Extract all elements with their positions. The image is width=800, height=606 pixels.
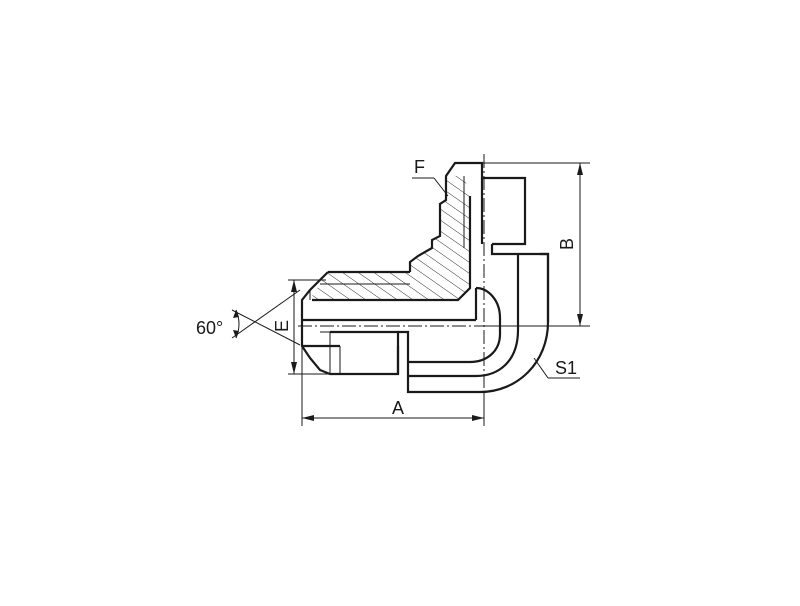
dim-b-arrow-top: [577, 163, 583, 175]
dim-e-arrow-top: [291, 280, 297, 292]
angle-leader-lower: [231, 289, 301, 339]
s1-label: S1: [555, 358, 577, 378]
elbow-hex-right: [490, 244, 550, 322]
elbow-inner: [408, 286, 502, 364]
body-section-hatch: [312, 176, 470, 300]
f-label: F: [414, 157, 425, 177]
left-flare-cone: [320, 331, 331, 374]
s1-leader: [533, 357, 549, 379]
f-leader-diagonal: [433, 177, 449, 197]
angle-arrow-bottom: [233, 330, 239, 338]
dim-a-label: A: [392, 398, 404, 418]
dim-b-label: B: [557, 238, 577, 250]
dim-e-label: E: [272, 320, 292, 332]
upper-body-outline: [408, 161, 527, 272]
angle-leader-upper: [231, 309, 301, 346]
elbow-outer: [479, 252, 550, 394]
inner-bore: [312, 196, 472, 302]
dim-a-arrow-left: [302, 415, 314, 421]
left-flare-end: [300, 271, 400, 376]
dim-a-arrow-right: [472, 415, 484, 421]
elbow-hex-mid: [408, 254, 520, 378]
dim-e-arrow-bottom: [291, 362, 297, 374]
angle-arrow-top: [233, 310, 239, 318]
dim-b-arrow-bottom: [577, 314, 583, 326]
angle-label: 60°: [196, 318, 223, 338]
